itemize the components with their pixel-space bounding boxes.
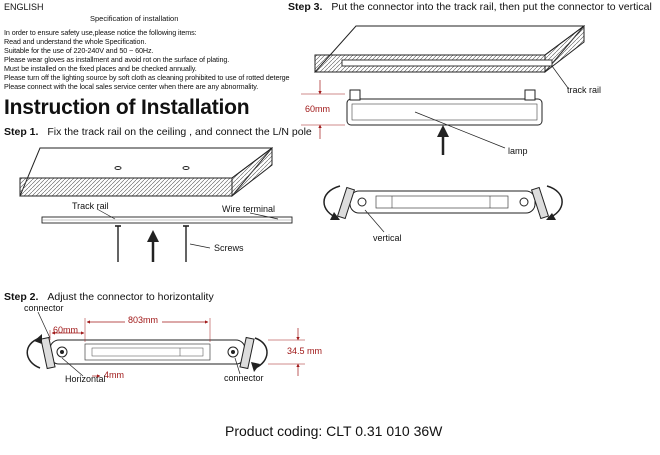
spec-line: Please turn off the lighting source by s…: [4, 73, 290, 82]
step3-heading: Step 3. Put the connector into the track…: [288, 1, 660, 13]
step1-screws-label: Screws: [214, 243, 244, 253]
step2-dim-803: 803mm: [128, 315, 159, 325]
language-label: ENGLISH: [4, 2, 44, 12]
step3-lamp-label: lamp: [508, 146, 528, 156]
step1-heading: Step 1. Fix the track rail on the ceilin…: [4, 126, 312, 138]
spec-line: In order to ensure safety use,please not…: [4, 28, 197, 37]
step1-track-rail-label: Track rail: [72, 201, 109, 211]
step2-text: Adjust the connector to horizontality: [47, 291, 214, 303]
step2-dim-4: 4mm: [104, 370, 124, 380]
step1-screws: [115, 225, 211, 262]
step2-dim-60: 60mm: [53, 325, 79, 335]
step3-connector-detail: [323, 185, 563, 233]
step3-track-rail: [341, 59, 569, 89]
main-title: Instruction of Installation: [4, 96, 250, 119]
step3-label: Step 3.: [288, 1, 323, 13]
step1-text: Fix the track rail on the ceiling , and …: [47, 126, 312, 138]
spec-line: Please connect with the local sales serv…: [4, 82, 259, 91]
step3-track-rail-label: track rail: [567, 85, 602, 95]
step2-heading: Step 2. Adjust the connector to horizont…: [4, 291, 214, 303]
step3-text: Put the connector into the track rail, t…: [331, 1, 652, 13]
spec-line: Suitable for the use of 220-240V and 50 …: [4, 46, 154, 55]
product-coding: Product coding: CLT 0.31 010 36W: [225, 423, 443, 439]
step2-lamp-diagram: [26, 311, 305, 378]
step1-wire-terminal-label: Wire terminal: [222, 204, 276, 214]
step2-label: Step 2.: [4, 291, 39, 303]
spec-title: Specification of installation: [90, 14, 179, 23]
step2-connector-top-label: connector: [24, 303, 64, 313]
step3-vertical-label: vertical: [373, 233, 402, 243]
step1-track-rail: [41, 208, 293, 224]
step2-connector-bottom-label: connector: [224, 373, 264, 383]
spec-line: Must be installed on the fixed places an…: [4, 64, 197, 73]
step3-lamp: [301, 80, 543, 155]
spec-line: Read and understand the whole Specificat…: [4, 37, 147, 46]
step2-dim-34: 34.5 mm: [287, 346, 323, 356]
spec-line: Please wear gloves as installment and av…: [4, 55, 230, 64]
step2-horizontal-label: Horizontal: [65, 374, 106, 384]
step1-ceiling: [19, 147, 274, 198]
step3-dim-60: 60mm: [305, 104, 331, 114]
step1-label: Step 1.: [4, 126, 39, 138]
